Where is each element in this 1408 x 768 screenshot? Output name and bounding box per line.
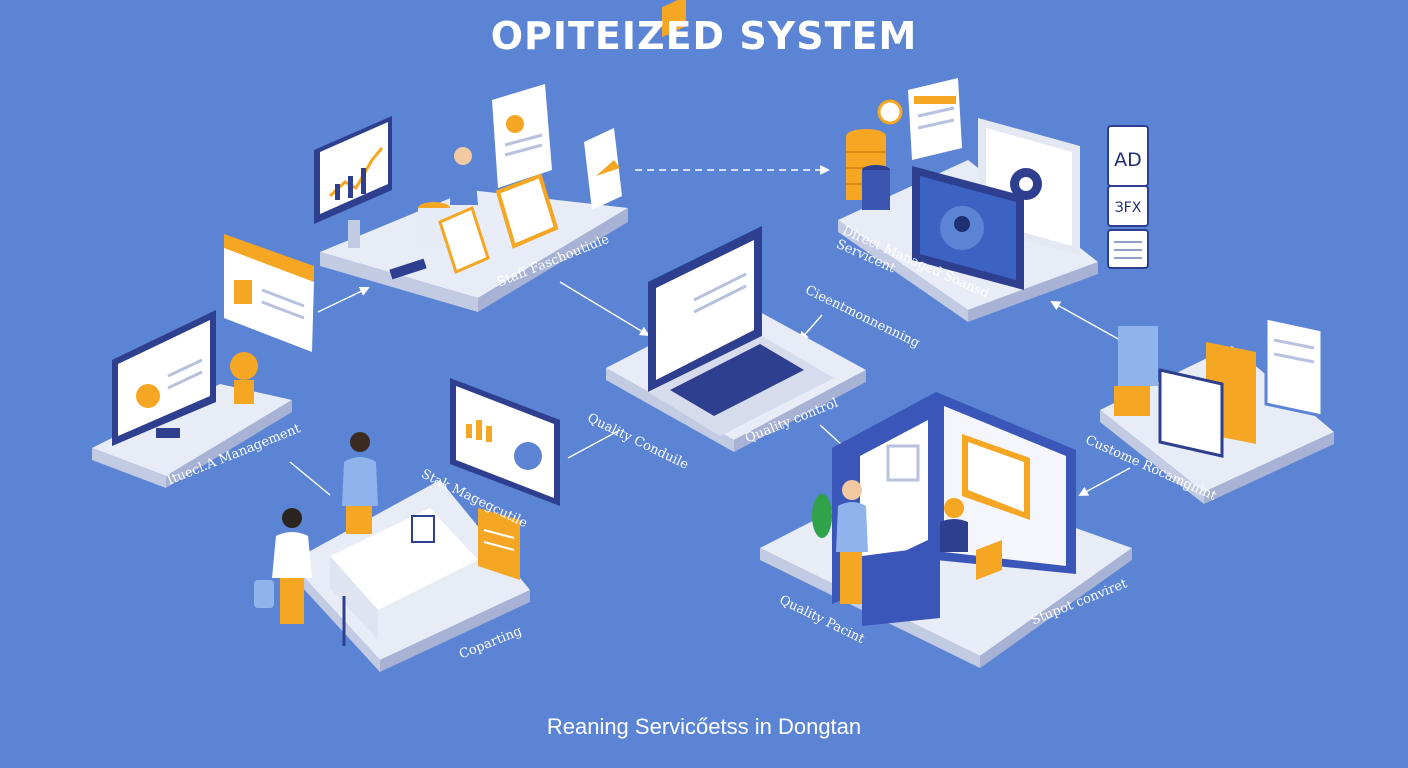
customer-scene [1100,316,1334,504]
line-quality-module [567,429,621,459]
arrow-client-to-laptop [798,314,823,342]
diagram-subtitle: Reaning Servicőetss in Dongtan [546,714,862,739]
line-inventory-to-store [289,461,331,496]
ad-badge: AD [1114,149,1142,171]
staff-module-scene [314,84,628,312]
direct-services-scene [838,78,1098,322]
arrow-custome-to-office [1078,467,1131,496]
office-scene [760,392,1132,668]
connectors [289,165,1131,496]
diagram-title: OPITEIZED SYSTEM [490,14,918,58]
arrow-staff-to-laptop [559,281,650,337]
coparting-scene [254,432,530,672]
arrow-inventory-to-staff [317,286,370,313]
laptop-scene [606,0,866,452]
arrow-custome-to-direct [1050,301,1121,341]
badge-stack [1107,125,1149,269]
fx-badge: ЗFX [1115,200,1142,216]
line-quality-control [819,424,843,446]
inventory-scene [92,234,314,488]
stak-monitor-scene [450,378,560,506]
